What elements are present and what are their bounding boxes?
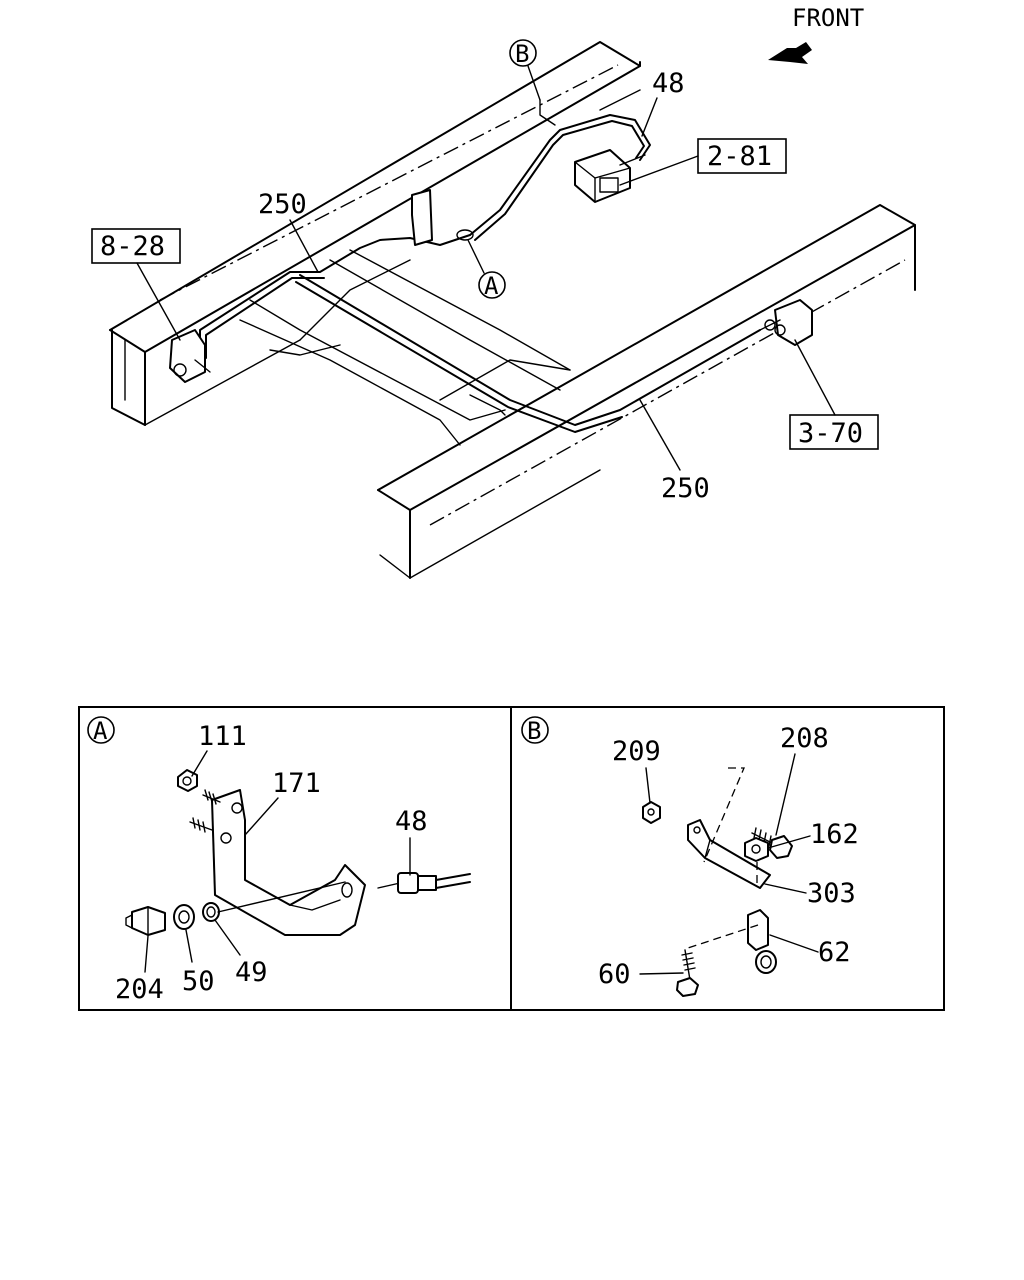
detail-b-marker: B: [527, 717, 541, 745]
label-303: 303: [807, 878, 856, 909]
bolt-60: [676, 949, 699, 997]
bolt-208: [751, 827, 793, 859]
callout-48-main: 48: [641, 68, 685, 137]
label-49: 49: [235, 957, 268, 988]
label-162: 162: [810, 819, 859, 850]
stud-bolts: [189, 789, 221, 833]
lower-frame-rail: [377, 204, 916, 579]
bracket-171: [211, 789, 366, 936]
detail-a: A: [87, 716, 471, 1005]
front-label: FRONT: [792, 4, 864, 32]
assembly-line-b-upper: [703, 767, 745, 863]
label-171: 171: [272, 768, 321, 799]
callout-detail-a-main: A: [467, 239, 506, 300]
brake-valve-2-81: [574, 149, 646, 203]
callout-250-upper: 250: [258, 189, 319, 273]
label-48-main: 48: [652, 68, 685, 99]
detail-b: B: [521, 716, 859, 997]
label-208: 208: [780, 723, 829, 754]
brake-pipe-48: [469, 99, 651, 241]
pipe-clip-bracket-a: [411, 189, 474, 246]
callout-detail-b-main: B: [509, 39, 541, 101]
label-8-28: 8-28: [100, 231, 165, 262]
upper-frame-rail: [109, 41, 641, 426]
front-indicator: FRONT: [768, 4, 864, 64]
connector-3-70: [759, 299, 813, 346]
callout-250-lower: 250: [639, 399, 710, 504]
label-204: 204: [115, 974, 164, 1005]
label-50: 50: [182, 966, 215, 997]
pipe-fitting-48: [377, 872, 471, 894]
callout-8-28: 8-28: [91, 228, 181, 341]
cross-member: [239, 249, 571, 446]
label-3-70: 3-70: [798, 418, 863, 449]
connector-8-28: [169, 329, 211, 383]
nut-162: [744, 837, 769, 862]
nut-209: [642, 801, 661, 824]
label-detail-a-main: A: [484, 272, 499, 300]
assembly-line-a: [217, 881, 346, 913]
washer-50: [173, 904, 195, 930]
label-60: 60: [598, 959, 631, 990]
label-detail-b-main: B: [515, 40, 529, 68]
clip-62: [747, 909, 777, 974]
label-48-detail: 48: [395, 806, 428, 837]
label-2-81: 2-81: [707, 141, 772, 172]
label-250-lower: 250: [661, 473, 710, 504]
label-111: 111: [198, 721, 247, 752]
detail-panels: [78, 706, 945, 1011]
bracket-303: [687, 819, 771, 889]
callout-3-70: 3-70: [789, 339, 879, 450]
detail-a-marker: A: [93, 717, 108, 745]
label-62: 62: [818, 937, 851, 968]
callout-2-81: 2-81: [619, 138, 787, 186]
label-250-upper: 250: [258, 189, 307, 220]
connector-204: [125, 906, 166, 936]
arrow-icon: [768, 42, 812, 64]
washer-49: [202, 902, 220, 922]
label-209: 209: [612, 736, 661, 767]
